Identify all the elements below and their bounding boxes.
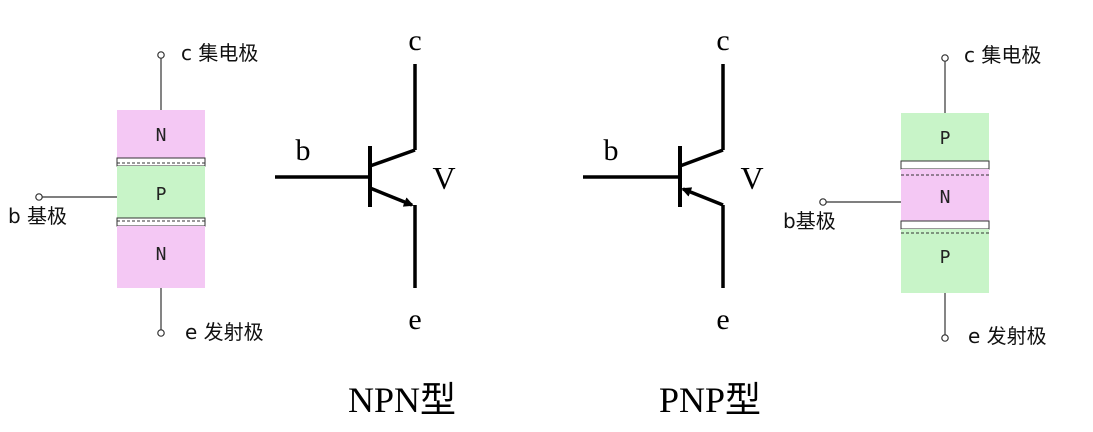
pnp-region-n (901, 169, 989, 221)
npn-region-p (117, 166, 205, 218)
npn-layer-3: N (156, 244, 167, 265)
npn-symbol-emitter-arrow (369, 186, 414, 207)
pnp-symbol-collector-diag (679, 148, 724, 168)
npn-region-n-top (117, 110, 205, 158)
npn-collector-terminal (157, 51, 165, 59)
pnp-symbol: c b V e PNP型 (583, 24, 764, 420)
pnp-region-p-bottom (901, 229, 989, 293)
pnp-layer-2: N (940, 187, 951, 208)
pnp-region-p-top (901, 113, 989, 161)
npn-layer-2: P (156, 184, 167, 205)
npn-symbol-collector: c (408, 24, 421, 57)
pnp-collector-label: c 集电极 (964, 43, 1041, 67)
pnp-layer-1: P (940, 128, 951, 149)
npn-structure: c 集电极 N P N b 基极 e 发射极 (8, 41, 264, 344)
npn-layer-1: N (156, 125, 167, 146)
npn-symbol-device: V (432, 160, 455, 196)
npn-base-label: b 基极 (8, 204, 67, 228)
pnp-symbol-emitter: e (716, 303, 729, 336)
npn-collector-label: c 集电极 (181, 41, 258, 65)
npn-symbol: c b V e NPN型 (275, 24, 456, 420)
npn-junction-top (116, 157, 206, 167)
npn-symbol-emitter: e (408, 303, 421, 336)
pnp-junction-top (900, 160, 990, 170)
npn-symbol-base: b (296, 134, 311, 167)
pnp-type-label: PNP型 (659, 380, 761, 420)
pnp-emitter-label: e 发射极 (968, 324, 1047, 348)
pnp-structure: c 集电极 P N P b基极 e 发射极 (783, 43, 1047, 348)
npn-emitter-terminal (157, 329, 165, 337)
npn-region-n-bottom (117, 226, 205, 288)
pnp-symbol-collector: c (716, 24, 729, 57)
pnp-symbol-base: b (604, 134, 619, 167)
pnp-symbol-device: V (740, 160, 763, 196)
pnp-junction-bottom (900, 220, 990, 230)
npn-junction-bottom (116, 217, 206, 227)
npn-emitter-label: e 发射极 (185, 320, 264, 344)
pnp-layer-3: P (940, 247, 951, 268)
pnp-emitter-terminal (941, 334, 949, 342)
pnp-base-terminal (819, 198, 827, 206)
npn-symbol-collector-diag (369, 148, 416, 168)
pnp-base-label: b基极 (783, 209, 836, 233)
pnp-collector-terminal (941, 54, 949, 62)
npn-type-label: NPN型 (348, 380, 456, 420)
pnp-symbol-emitter-arrow (681, 187, 724, 207)
npn-base-terminal (35, 193, 43, 201)
